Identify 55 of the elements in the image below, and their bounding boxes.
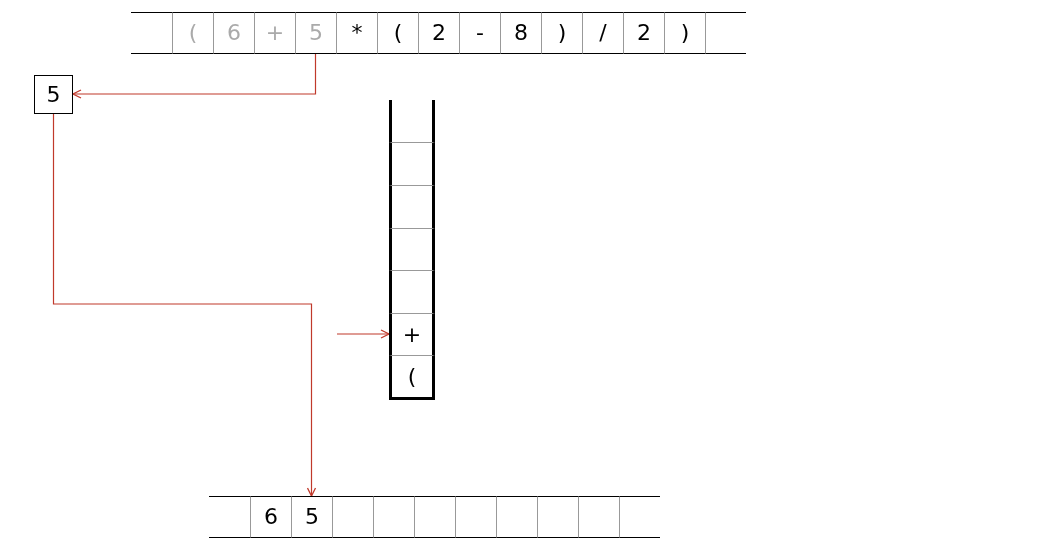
tape-cell	[500, 12, 541, 54]
tape-cell	[459, 12, 500, 54]
arrow	[52, 113, 317, 497]
empty-cell	[389, 100, 435, 142]
tape-cell	[582, 12, 623, 54]
empty-cell	[455, 496, 496, 538]
tape-cell	[295, 12, 336, 54]
stack-cell	[389, 313, 435, 355]
tape-cell	[377, 12, 418, 54]
empty-cell	[389, 142, 435, 185]
empty-cell	[131, 12, 172, 54]
cell-symbol: 8	[514, 22, 528, 44]
empty-cell	[578, 496, 619, 538]
cell-symbol: -	[476, 22, 484, 44]
empty-cell	[332, 496, 373, 538]
cell-symbol: (	[407, 365, 417, 388]
cell-symbol: 2	[432, 22, 446, 44]
tape-cell	[291, 496, 332, 538]
tape-cell	[172, 12, 213, 54]
cell-symbol: )	[557, 22, 567, 44]
empty-cell	[389, 185, 435, 228]
cell-symbol: (	[393, 22, 403, 44]
empty-cell	[373, 496, 414, 538]
cell-symbol: 5	[46, 83, 61, 106]
tape-cell	[664, 12, 705, 54]
cell-symbol: 6	[264, 506, 278, 528]
cell-symbol: +	[265, 22, 285, 44]
empty-cell	[537, 496, 578, 538]
cell-symbol: /	[599, 22, 607, 44]
cell-symbol: (	[188, 22, 198, 44]
cell-symbol: 2	[637, 22, 651, 44]
value-box	[34, 75, 73, 114]
tape-cell	[250, 496, 291, 538]
tape-cell	[541, 12, 582, 54]
cell-symbol: *	[351, 22, 363, 44]
empty-cell	[209, 496, 250, 538]
cell-symbol: 6	[227, 22, 241, 44]
tape-cell	[213, 12, 254, 54]
tape-cell	[336, 12, 377, 54]
tape-cell	[418, 12, 459, 54]
cell-symbol: 5	[305, 506, 319, 528]
empty-cell	[619, 496, 660, 538]
empty-cell	[389, 270, 435, 313]
empty-cell	[414, 496, 455, 538]
empty-cell	[496, 496, 537, 538]
cell-symbol: )	[680, 22, 690, 44]
arrow	[72, 53, 317, 99]
stack-cell	[389, 355, 435, 400]
arrow	[336, 329, 390, 339]
cell-symbol: 5	[309, 22, 323, 44]
tape-cell	[623, 12, 664, 54]
cell-symbol: +	[402, 323, 422, 346]
tape-cell	[254, 12, 295, 54]
empty-cell	[705, 12, 746, 54]
empty-cell	[389, 228, 435, 270]
